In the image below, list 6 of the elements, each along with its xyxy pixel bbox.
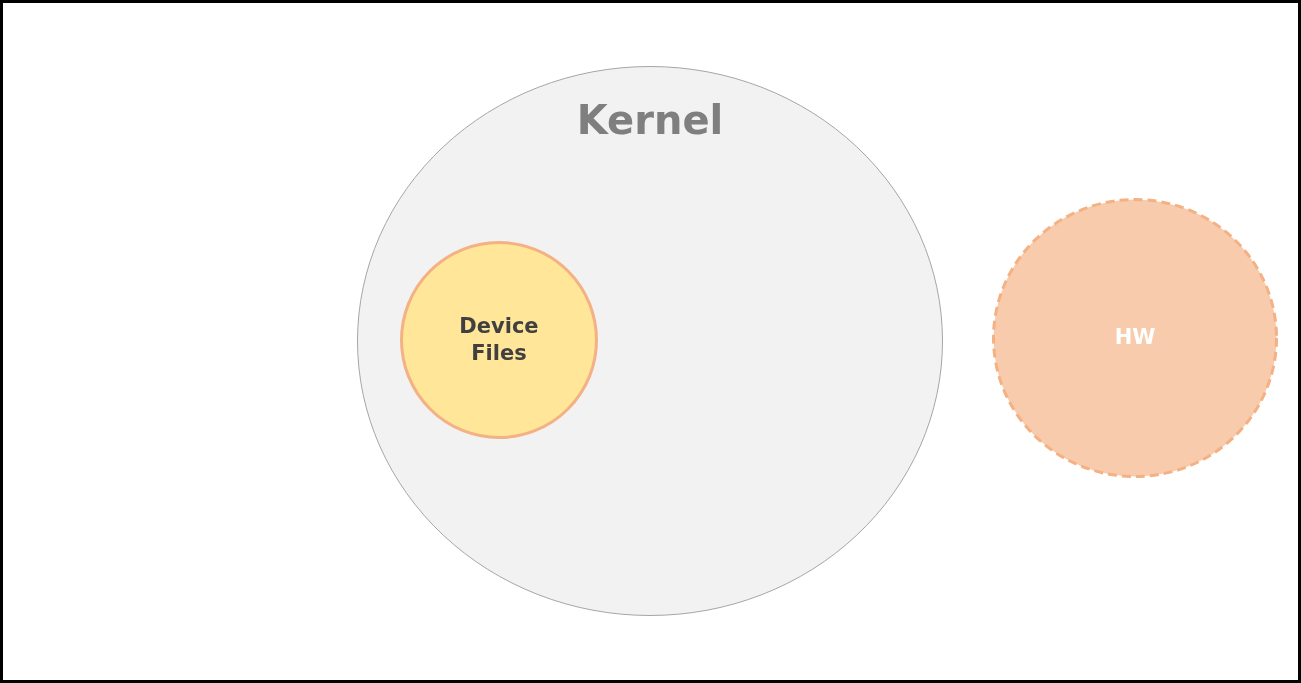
circle-node xyxy=(992,198,1278,478)
node-label: Kernel xyxy=(575,96,725,145)
ellipse-node xyxy=(357,66,943,616)
circle-node xyxy=(400,241,598,439)
node-label: Device Files xyxy=(458,312,540,367)
node-label: HW xyxy=(1113,324,1157,352)
